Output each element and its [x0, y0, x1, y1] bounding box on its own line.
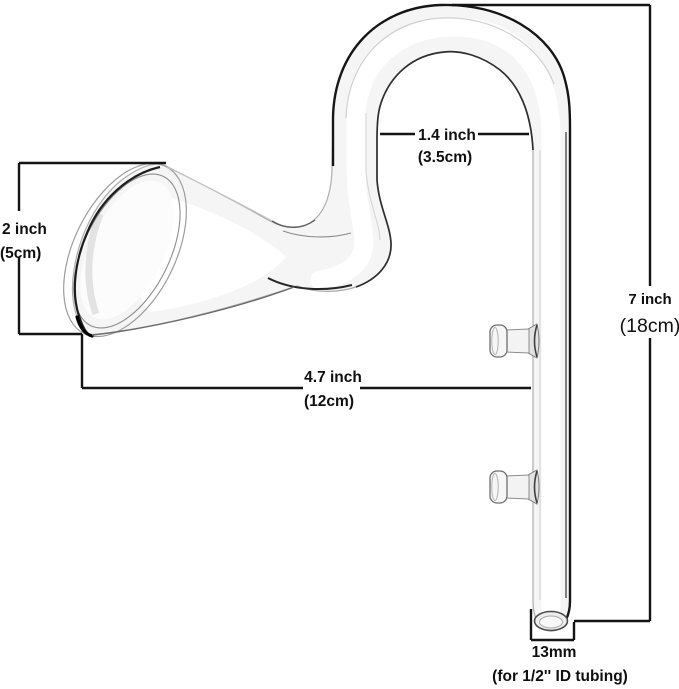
nub-flange-shadow	[533, 470, 538, 504]
mouth-rim-outer	[63, 162, 187, 338]
nub-flange	[527, 323, 540, 359]
reach-cm-label: (12cm)	[304, 393, 354, 410]
neck-under-edge	[267, 277, 353, 291]
nub-cap-face	[491, 473, 499, 501]
funnel-bottom-edge	[91, 286, 295, 336]
suction-cup-nub-top	[489, 323, 540, 359]
height-dim-lines	[452, 3, 652, 623]
outlet-mm-label: 13mm	[532, 644, 577, 661]
funnel-top-edge	[166, 166, 273, 222]
mouth-dim-lines	[17, 161, 166, 336]
pipe-outlet-opening	[533, 610, 569, 632]
height-inch-label: 7 inch	[628, 291, 671, 308]
outlet-note-label: (for 1/2'' ID tubing)	[492, 668, 628, 685]
suction-cup-nub-bottom	[489, 469, 540, 505]
nub-shaft	[505, 328, 530, 354]
bend-reflection	[365, 113, 381, 241]
nub-cap-face	[491, 327, 499, 355]
glass-lily-pipe	[63, 3, 572, 632]
reach-dim-lines	[80, 334, 531, 390]
neck-inner-line	[282, 230, 352, 238]
reach-inch-label: 4.7 inch	[304, 369, 362, 386]
dimension-height: 7 inch (18cm)	[452, 3, 679, 623]
nub-flange-shadow	[533, 324, 538, 358]
hook-cm-label: (3.5cm)	[418, 149, 472, 166]
height-cm-label: (18cm)	[620, 315, 679, 337]
mouth-inner-shading	[85, 212, 104, 316]
funnel-tip-edge	[75, 315, 94, 338]
hook-reflection	[345, 17, 555, 119]
nub-flange	[527, 469, 540, 505]
tube-highlight	[310, 17, 561, 622]
hook-outer-edge	[331, 3, 572, 632]
hook-inner-edge	[355, 50, 534, 288]
dimension-outlet: 13mm (for 1/2'' ID tubing)	[492, 609, 628, 685]
dimension-mouth-diameter: 2 inch (5cm)	[0, 161, 166, 336]
outlet-dim-lines	[529, 609, 576, 642]
neck-top-edge	[271, 219, 316, 228]
glass-silhouette	[71, 4, 571, 632]
mouth-interior	[80, 180, 174, 320]
nub-shaft	[505, 474, 530, 500]
dimension-hook-width: 1.4 inch (3.5cm)	[380, 127, 529, 166]
hook-inch-label: 1.4 inch	[418, 127, 476, 144]
dimension-reach: 4.7 inch (12cm)	[80, 334, 531, 410]
mouth-inch-label: 2 inch	[2, 221, 47, 238]
outlet-bore	[539, 615, 563, 629]
mouth-cm-label: (5cm)	[0, 245, 41, 262]
rim-left-edge	[73, 165, 161, 336]
